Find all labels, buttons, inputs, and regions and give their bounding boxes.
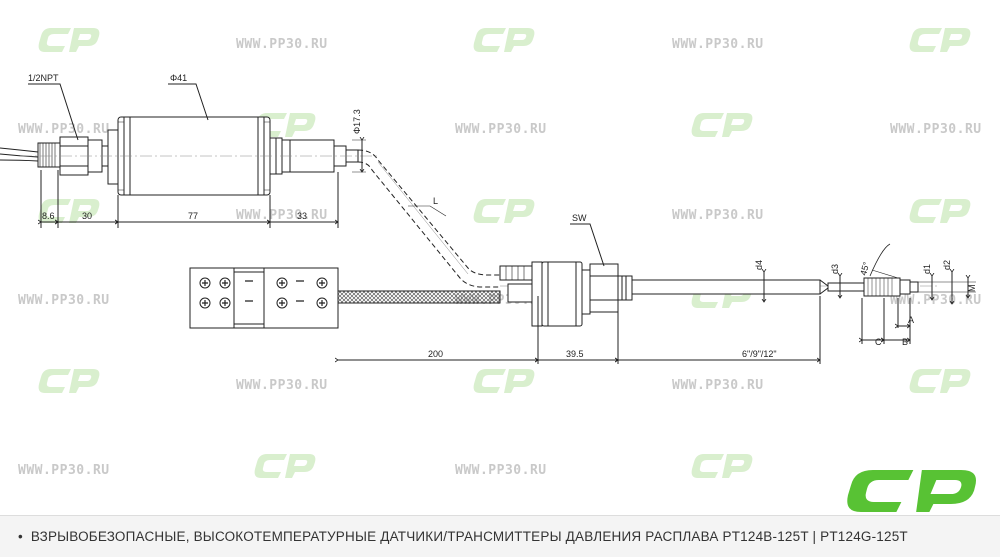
dim-stem-length-label: 6"/9"/12" [742, 349, 777, 359]
dim-diameter-2-label: Φ17.3 [352, 109, 362, 134]
flange [531, 261, 543, 327]
footer-bullet: • [18, 529, 23, 544]
dim-77-label: 77 [188, 211, 198, 221]
dim-30-label: 30 [82, 211, 92, 221]
footer-caption-bar: • ВЗРЫВОБЕЗОПАСНЫЕ, ВЫСОКОТЕМПЕРАТУРНЫЕ … [0, 515, 1000, 557]
dim-d3-label: d3 [830, 264, 840, 274]
dim-d1-label: d1 [922, 264, 932, 274]
wire [0, 153, 39, 158]
dim-body-diameter-label: Φ41 [170, 73, 187, 83]
technical-drawing: 1/2NPT Φ41 Φ17.3 8.6 30 77 33 L SW 200 3… [0, 73, 977, 364]
hex-nut [589, 263, 619, 313]
braided-hose [337, 290, 501, 304]
footer-caption-text: ВЗРЫВОБЕЗОПАСНЫЕ, ВЫСОКОТЕМПЕРАТУРНЫЕ ДА… [30, 529, 908, 544]
dim-m-label: M [967, 285, 977, 293]
dim-a-label: A [908, 315, 914, 325]
dim-cable-label: L [433, 196, 438, 206]
dim-33-label: 33 [297, 211, 307, 221]
dim-angle-label: 45° [858, 260, 871, 276]
dim-b-label: B [902, 337, 908, 347]
dim-200-label: 200 [428, 349, 443, 359]
dim-395-label: 39.5 [566, 349, 584, 359]
brand-logo-icon [845, 468, 978, 514]
footer-caption: • ВЗРЫВОБЕЗОПАСНЫЕ, ВЫСОКОТЕМПЕРАТУРНЫЕ … [18, 529, 908, 544]
dim-d4-label: d4 [754, 260, 764, 270]
dim-86-label: 8.6 [42, 211, 55, 221]
wire [0, 159, 39, 162]
tip-thread [863, 277, 901, 297]
dim-c-label: C [875, 337, 882, 347]
dim-wrench-label: SW [572, 213, 587, 223]
dim-thread-label: 1/2NPT [28, 73, 59, 83]
wire [0, 147, 39, 153]
dim-d2-label: d2 [942, 260, 952, 270]
stem [631, 279, 821, 295]
